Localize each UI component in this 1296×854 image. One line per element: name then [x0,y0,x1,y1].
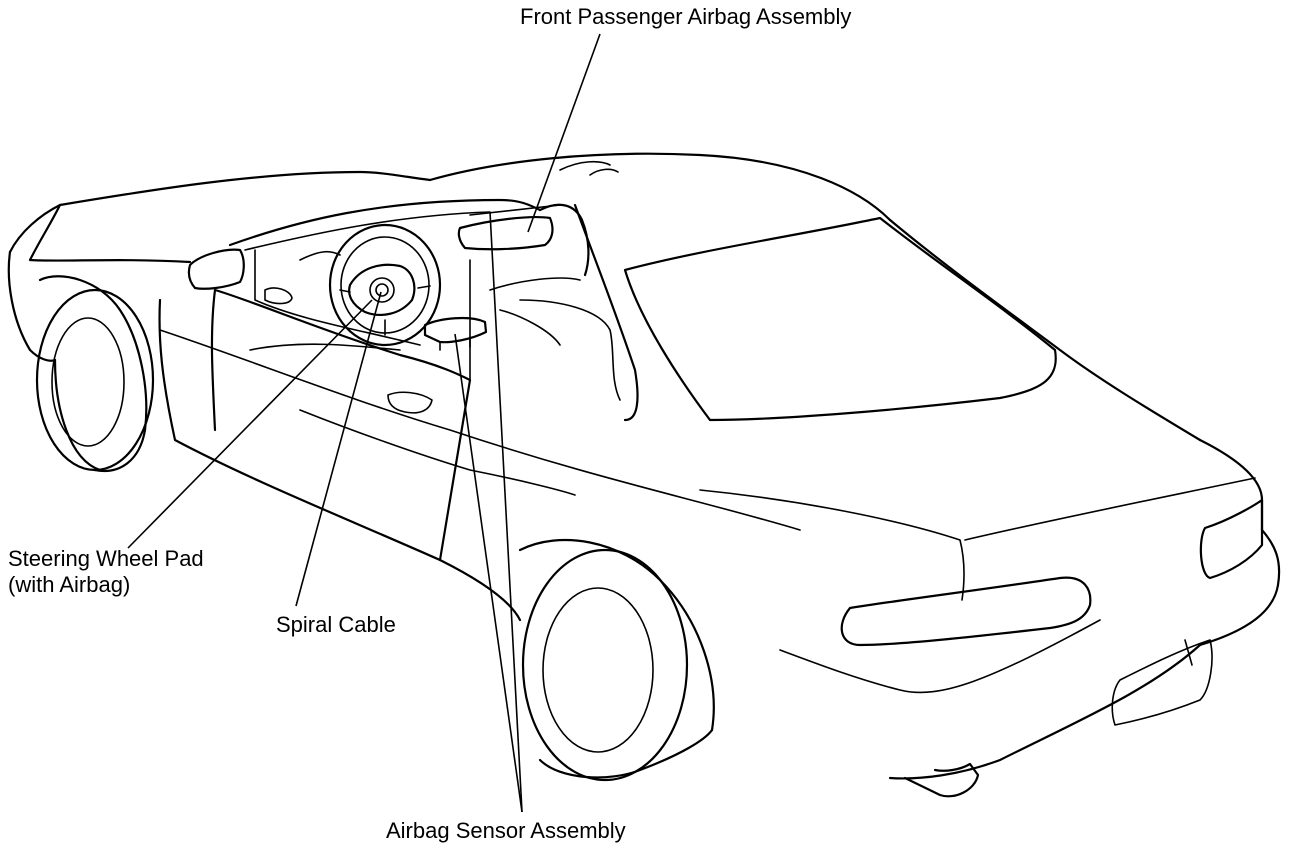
spiral-cable-label: Spiral Cable [276,612,396,637]
front-passenger-airbag-leader [527,33,601,233]
steering-wheel-pad-label-line2: (with Airbag) [8,572,131,597]
car-body [7,152,1281,798]
steering-wheel-pad-label: Steering Wheel Pad (with Airbag) [8,546,204,598]
front-wheel [35,275,155,473]
airbag-sensor-label: Airbag Sensor Assembly [386,818,626,843]
spiral-cable-leader [295,291,382,607]
steering-wheel-pad-leader [127,299,373,549]
airbag-sensor-leader-2 [489,211,523,813]
front-passenger-airbag-label: Front Passenger Airbag Assembly [520,4,852,29]
airbag-sensor-leader-1 [454,333,523,813]
steering-wheel-pad-label-line1: Steering Wheel Pad [8,546,204,571]
rear-wheel [518,538,715,782]
